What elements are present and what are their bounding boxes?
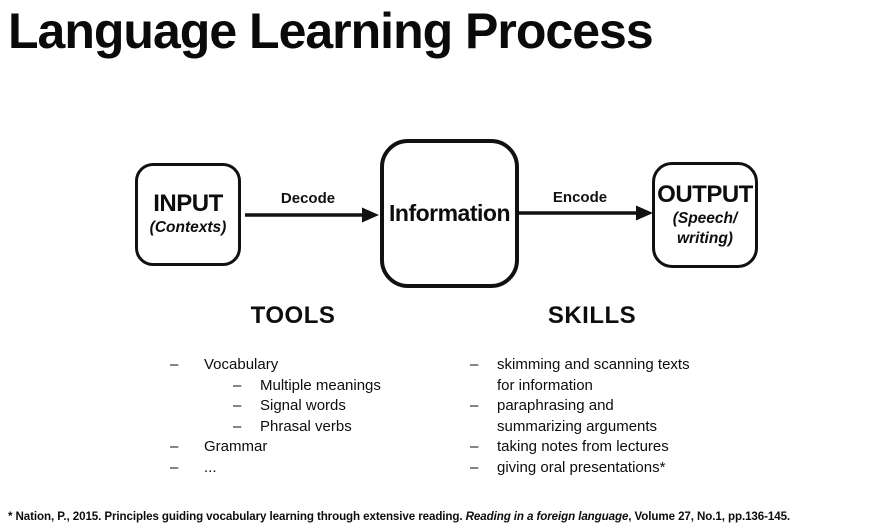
- list-item-label: taking notes from lectures: [497, 438, 669, 456]
- list-item: – skimming and scanning texts for inform…: [470, 355, 780, 396]
- output-box: OUTPUT (Speech/ writing): [652, 162, 758, 268]
- list-item: – taking notes from lectures: [470, 437, 780, 458]
- decode-arrow-label: Decode: [280, 190, 336, 207]
- input-box-sublabel: (Contexts): [149, 219, 227, 237]
- dash-bullet-icon: –: [170, 356, 179, 373]
- information-box-label: Information: [389, 200, 511, 227]
- footnote-journal-title: Reading in a foreign language: [465, 510, 629, 523]
- footnote-prefix: * Nation, P., 2015. Principles guiding v…: [8, 510, 466, 523]
- page-title: Language Learning Process: [8, 3, 654, 59]
- list-item-label: giving oral presentations*: [497, 458, 666, 476]
- list-item: – Grammar: [170, 437, 470, 458]
- list-item: – Signal words: [233, 396, 470, 417]
- list-item: – Vocabulary: [170, 355, 470, 376]
- encode-arrow-icon: [519, 205, 653, 221]
- list-item-label: Grammar: [204, 438, 268, 456]
- dash-bullet-icon: –: [170, 458, 179, 476]
- dash-bullet-icon: –: [233, 397, 242, 415]
- list-item: – paraphrasing and summarizing arguments: [470, 396, 780, 437]
- list-item-label: paraphrasing and summarizing arguments: [497, 397, 658, 435]
- input-box: INPUT (Contexts): [135, 163, 241, 266]
- list-item-label: Signal words: [260, 397, 346, 415]
- dash-bullet-icon: –: [233, 376, 242, 394]
- output-box-sublabel: (Speech/ writing): [672, 210, 738, 247]
- skills-heading: SKILLS: [547, 302, 637, 329]
- footnote-citation: * Nation, P., 2015. Principles guiding v…: [8, 510, 878, 523]
- decode-arrow-icon: [245, 207, 379, 223]
- list-item-label: Vocabulary: [204, 356, 279, 373]
- dash-bullet-icon: –: [470, 438, 479, 456]
- encode-arrow-label: Encode: [552, 189, 608, 206]
- list-item: – giving oral presentations*: [470, 458, 780, 479]
- dash-bullet-icon: –: [470, 458, 479, 476]
- list-item-label: ...: [204, 458, 217, 476]
- footnote-suffix: , Volume 27, No.1, pp.136-145.: [628, 510, 791, 523]
- input-box-label: INPUT: [153, 190, 223, 218]
- list-item: – ...: [170, 458, 470, 479]
- dash-bullet-icon: –: [170, 438, 179, 456]
- dash-bullet-icon: –: [233, 417, 242, 435]
- skills-list: – skimming and scanning texts for inform…: [470, 355, 780, 479]
- output-box-label: OUTPUT: [657, 181, 753, 209]
- information-box: Information: [380, 139, 519, 288]
- tools-heading: TOOLS: [250, 302, 336, 329]
- list-item-label: Phrasal verbs: [260, 417, 352, 435]
- tools-list: – Vocabulary – Multiple meanings – Signa…: [170, 355, 470, 479]
- list-item: – Phrasal verbs: [233, 417, 470, 438]
- dash-bullet-icon: –: [470, 356, 479, 373]
- dash-bullet-icon: –: [470, 397, 479, 415]
- list-item-label: skimming and scanning texts for informat…: [497, 356, 690, 394]
- list-item: – Multiple meanings: [233, 376, 470, 397]
- list-item-label: Multiple meanings: [260, 376, 381, 394]
